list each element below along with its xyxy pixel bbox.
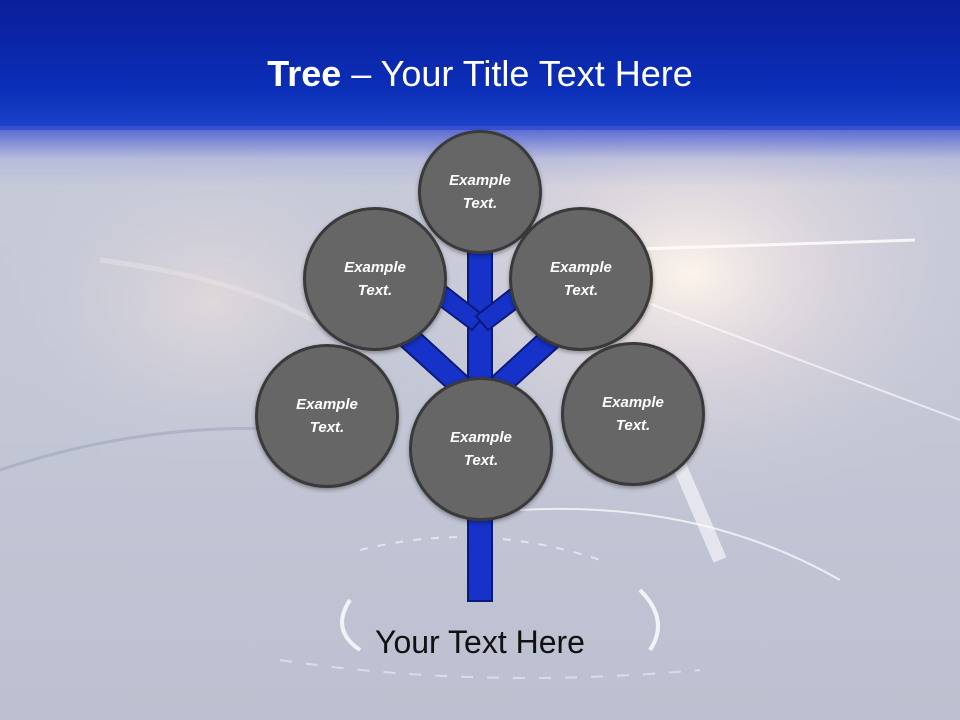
node-label: Example Text. bbox=[449, 172, 511, 212]
slide-title: Tree – Your Title Text Here bbox=[0, 52, 960, 96]
node-label: Example Text. bbox=[602, 394, 664, 434]
title-rest: – Your Title Text Here bbox=[341, 53, 693, 94]
tree-node-upper-right: Example Text. bbox=[509, 207, 653, 351]
tree-node-center: Example Text. bbox=[409, 377, 553, 521]
node-label: Example Text. bbox=[550, 259, 612, 299]
footer-text: Your Text Here bbox=[375, 624, 585, 660]
title-bar bbox=[0, 0, 960, 130]
title-bold-word: Tree bbox=[267, 53, 342, 94]
tree-node-lower-left: Example Text. bbox=[255, 344, 399, 488]
tree-node-upper-left: Example Text. bbox=[303, 207, 447, 351]
tree-node-top: Example Text. bbox=[418, 130, 542, 254]
node-label: Example Text. bbox=[296, 396, 358, 436]
tree-node-lower-right: Example Text. bbox=[561, 342, 705, 486]
node-label: Example Text. bbox=[344, 259, 406, 299]
node-label: Example Text. bbox=[450, 429, 512, 469]
